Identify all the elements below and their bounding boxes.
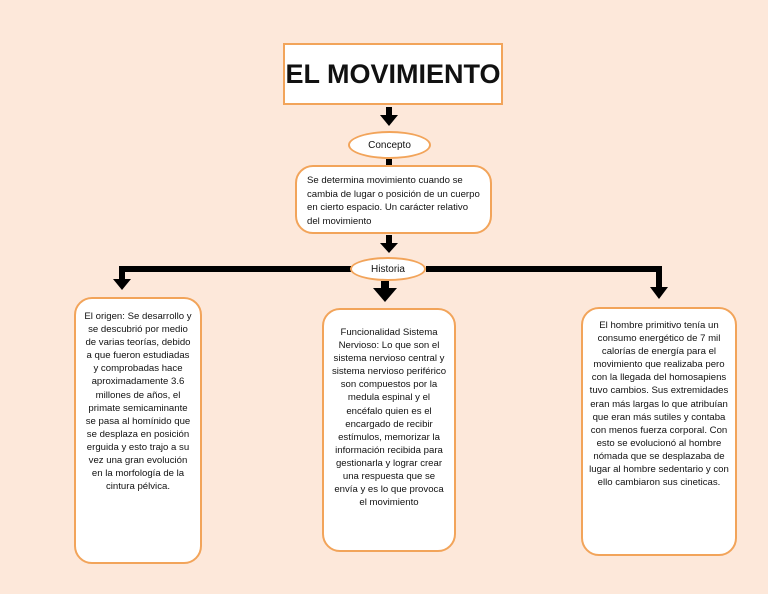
arrow-head-title-concept <box>380 115 398 126</box>
history-nervous-system-box: Funcionalidad Sistema Nervioso: Lo que s… <box>322 308 456 552</box>
branch-line-left <box>119 266 351 272</box>
concept-definition-box: Se determina movimiento cuando se cambia… <box>295 165 492 234</box>
arrow-shaft-title-concept <box>386 107 392 116</box>
arrow-head-left <box>113 279 131 290</box>
arrow-shaft-right <box>656 266 662 288</box>
branch-line-right <box>426 266 662 272</box>
arrow-head-middle <box>373 288 397 302</box>
arrow-head-right <box>650 287 668 299</box>
arrow-shaft-definition-history <box>386 235 392 244</box>
arrow-shaft-middle <box>381 281 389 289</box>
arrow-shaft-left <box>119 266 125 280</box>
arrow-shaft-concept-definition <box>386 159 392 165</box>
history-origin-box: El origen: Se desarrollo y se descubrió … <box>74 297 202 564</box>
concept-node: Concepto <box>348 131 431 159</box>
arrow-head-definition-history <box>380 243 398 253</box>
history-primitive-man-box: El hombre primitivo tenía un consumo ene… <box>581 307 737 556</box>
history-node: Historia <box>350 257 426 281</box>
page-title: EL MOVIMIENTO <box>283 43 503 105</box>
